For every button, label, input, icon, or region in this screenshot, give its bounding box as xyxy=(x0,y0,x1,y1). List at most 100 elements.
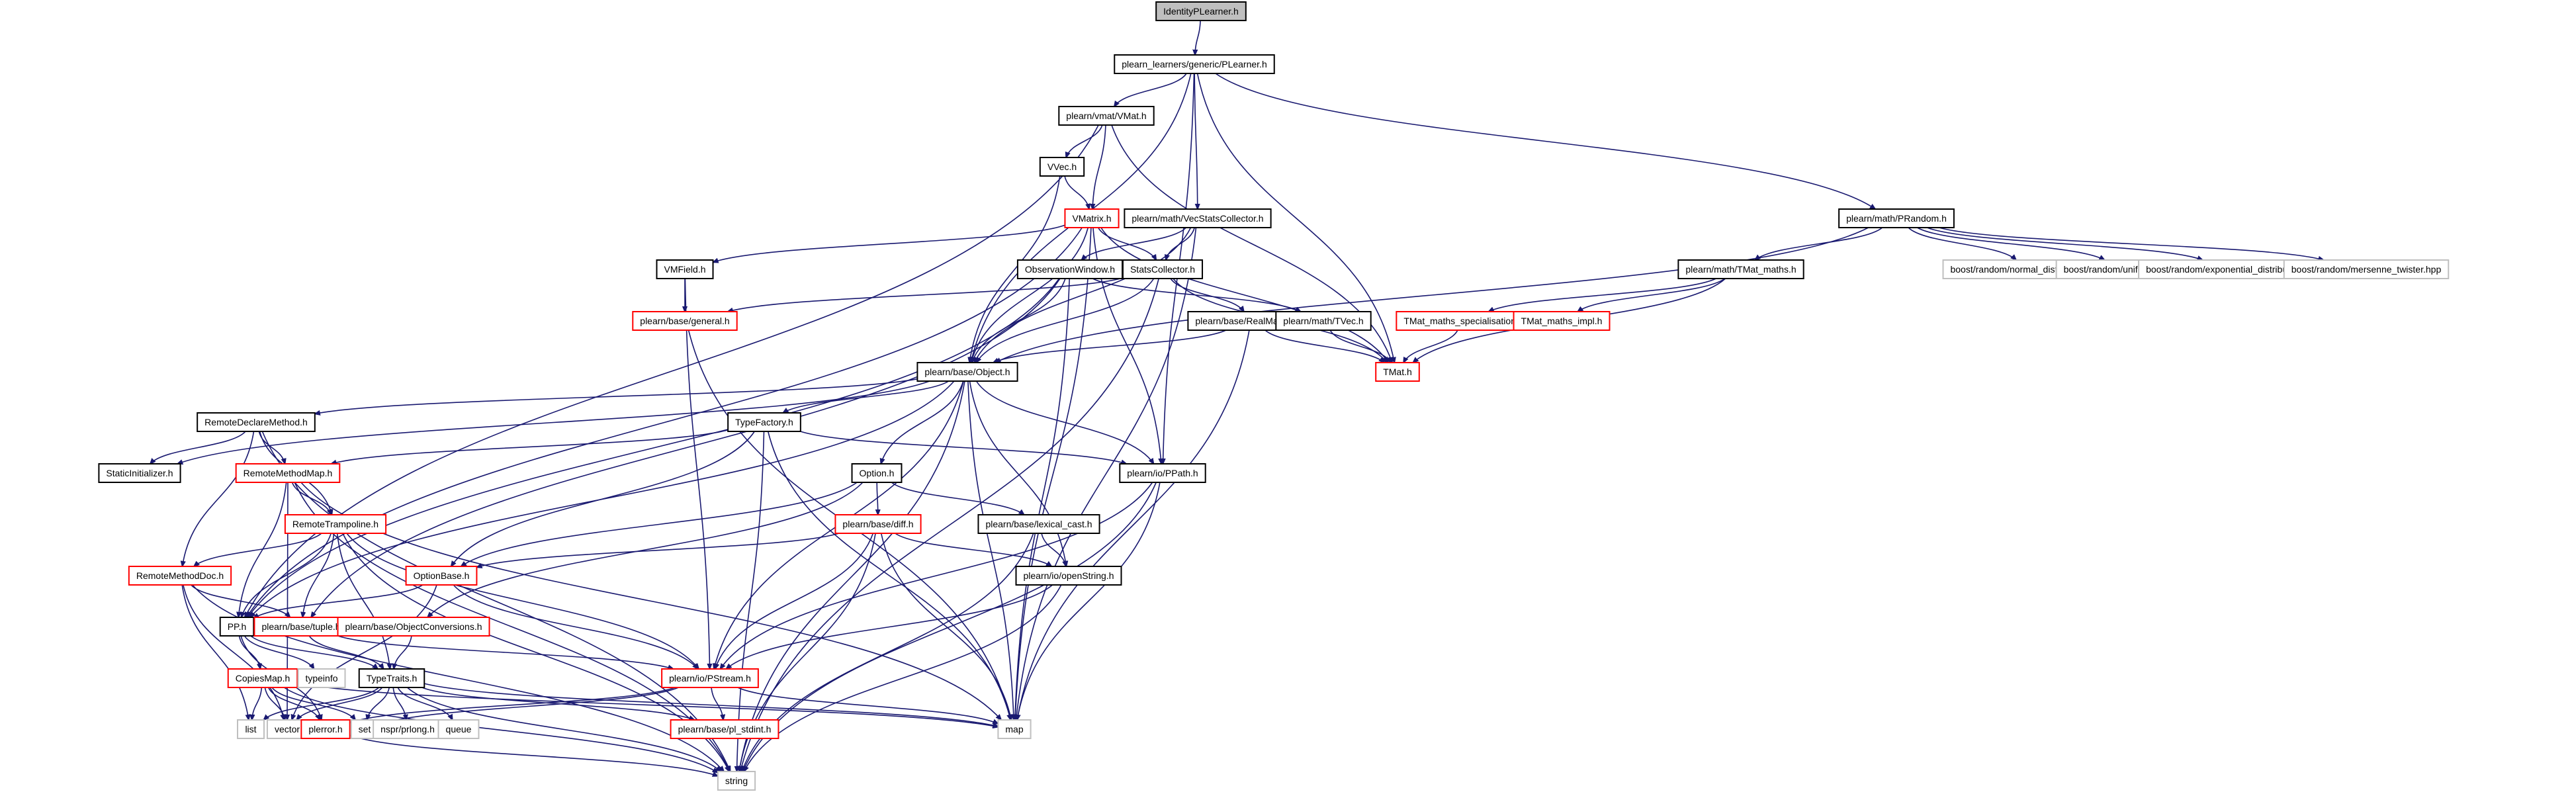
edge-rmethoddoc-to-list xyxy=(181,584,249,720)
node-box xyxy=(358,668,425,688)
edge-rmethodmap-to-rtramp xyxy=(291,482,332,515)
node-box xyxy=(227,668,298,688)
edges-layer xyxy=(150,20,2324,776)
graph-node-prlong[interactable]: nspr/prlong.h xyxy=(373,719,443,739)
edge-typefactory-to-rmethodmap xyxy=(332,429,729,464)
edge-vvec-to-object xyxy=(969,175,1061,363)
node-label: plearn/base/lexical_cast.h xyxy=(985,519,1092,529)
node-label: typeinfo xyxy=(305,673,337,684)
node-box xyxy=(632,311,738,331)
node-box xyxy=(437,719,480,739)
edge-object-to-staticinit xyxy=(177,380,930,464)
graph-node-diff[interactable]: plearn/base/diff.h xyxy=(834,514,922,534)
graph-node-vecstats[interactable]: plearn/math/VecStatsCollector.h xyxy=(1124,208,1272,228)
graph-node-tmimpl[interactable]: TMat_maths_impl.h xyxy=(1513,311,1611,331)
edge-openstring-to-string xyxy=(744,584,1062,772)
graph-node-openstring[interactable]: plearn/io/openString.h xyxy=(1015,566,1122,586)
graph-node-pstream[interactable]: plearn/io/PStream.h xyxy=(661,668,759,688)
graph-node-vmfield[interactable]: VMField.h xyxy=(656,259,714,279)
graph-node-vector[interactable]: vector xyxy=(266,719,308,739)
edge-rdeclare-to-staticinit xyxy=(150,431,246,464)
edge-diff-to-map xyxy=(880,533,1012,720)
node-box xyxy=(284,514,387,534)
graph-node-objconv[interactable]: plearn/base/ObjectConversions.h xyxy=(337,617,490,637)
node-box xyxy=(717,771,756,791)
edge-option-to-diff xyxy=(877,482,878,515)
graph-node-list[interactable]: list xyxy=(237,719,265,739)
edge-plearner-to-prandom xyxy=(1215,73,1875,209)
graph-node-queue[interactable]: queue xyxy=(437,719,480,739)
edge-optionbase-to-vector xyxy=(292,584,437,720)
node-box xyxy=(128,566,232,586)
graph-node-bmersenne[interactable]: boost/random/mersenne_twister.hpp xyxy=(2283,259,2450,279)
node-label: TMat.h xyxy=(1383,367,1412,377)
edge-obswin-to-map xyxy=(1015,278,1070,720)
node-box xyxy=(1114,54,1275,74)
graph-node-lexcast[interactable]: plearn/base/lexical_cast.h xyxy=(977,514,1100,534)
graph-node-tmatmaths[interactable]: plearn/math/TMat_maths.h xyxy=(1677,259,1804,279)
graph-node-general[interactable]: plearn/base/general.h xyxy=(632,311,738,331)
graph-node-vvec[interactable]: VVec.h xyxy=(1039,157,1085,177)
edge-object-to-string xyxy=(739,380,965,772)
edge-vmatrix-to-pp xyxy=(247,227,1083,617)
graph-node-optionbase[interactable]: OptionBase.h xyxy=(405,566,478,586)
node-label: boost/random/exponential_distribution.hp… xyxy=(2146,264,2321,275)
node-box xyxy=(253,617,349,637)
edge-pstream-to-set xyxy=(378,687,679,725)
node-box xyxy=(1275,311,1372,331)
graph-node-tuple[interactable]: plearn/base/tuple.h xyxy=(253,617,349,637)
graph-node-rmethodmap[interactable]: RemoteMethodMap.h xyxy=(235,463,341,483)
graph-node-map[interactable]: map xyxy=(997,719,1032,739)
graph-node-plearner[interactable]: plearn_learners/generic/PLearner.h xyxy=(1114,54,1275,74)
edge-ppath-to-pstream xyxy=(720,482,1153,669)
edge-vmatrix-to-vmfield xyxy=(713,224,1065,262)
graph-node-statscoll[interactable]: StatsCollector.h xyxy=(1122,259,1204,279)
graph-node-object[interactable]: plearn/base/Object.h xyxy=(916,362,1018,382)
graph-node-vmat[interactable]: plearn/vmat/VMat.h xyxy=(1058,106,1155,126)
node-label: plearn/base/diff.h xyxy=(842,519,913,529)
graph-node-prandom[interactable]: plearn/math/PRandom.h xyxy=(1838,208,1955,228)
node-label: RemoteTrampoline.h xyxy=(292,519,378,529)
graph-node-copiesmap[interactable]: CopiesMap.h xyxy=(227,668,298,688)
edge-obswin-to-object xyxy=(972,278,1066,363)
node-label: RemoteMethodDoc.h xyxy=(136,570,224,581)
graph-node-typetraits[interactable]: TypeTraits.h xyxy=(358,668,425,688)
edge-diff-to-openstring xyxy=(895,533,1051,566)
edge-obswin-to-tvec xyxy=(1092,278,1300,312)
graph-node-tmat[interactable]: TMat.h xyxy=(1375,362,1420,382)
node-box xyxy=(1039,157,1085,177)
edge-prandom-to-bnormal xyxy=(1908,227,2016,260)
edge-statscoll-to-realmap xyxy=(1170,278,1244,312)
node-label: IdentityPLearner.h xyxy=(1163,6,1239,17)
graph-node-pp[interactable]: PP.h xyxy=(219,617,255,637)
graph-node-ppath[interactable]: plearn/io/PPath.h xyxy=(1119,463,1206,483)
node-box xyxy=(1124,208,1272,228)
graph-node-typefactory[interactable]: TypeFactory.h xyxy=(727,412,801,432)
node-label: plearn/io/PPath.h xyxy=(1127,468,1198,478)
edge-vmatrix-to-tmat xyxy=(1100,227,1388,363)
edge-plerror-to-string xyxy=(349,734,718,776)
graph-node-obswin[interactable]: ObservationWindow.h xyxy=(1016,259,1124,279)
edge-option-to-objconv xyxy=(427,482,864,617)
edge-prandom-to-buniform xyxy=(1917,227,2105,260)
edge-openstring-to-pstream xyxy=(727,584,1053,669)
graph-node-rtramp[interactable]: RemoteTrampoline.h xyxy=(284,514,387,534)
node-box xyxy=(661,668,759,688)
node-box xyxy=(1016,259,1124,279)
graph-node-identity[interactable]: IdentityPLearner.h xyxy=(1155,1,1247,21)
graph-node-rdeclare[interactable]: RemoteDeclareMethod.h xyxy=(197,412,316,432)
graph-node-string[interactable]: string xyxy=(717,771,756,791)
edge-typetraits-to-queue xyxy=(397,687,453,720)
graph-node-vmatrix[interactable]: VMatrix.h xyxy=(1064,208,1120,228)
graph-node-tvec[interactable]: plearn/math/TVec.h xyxy=(1275,311,1372,331)
node-box xyxy=(670,719,779,739)
graph-node-plerror[interactable]: plerror.h xyxy=(300,719,351,739)
edge-pp-to-typeinfo xyxy=(244,635,314,669)
graph-node-staticinit[interactable]: StaticInitializer.h xyxy=(98,463,181,483)
graph-node-tmspec[interactable]: TMat_maths_specialisation.h xyxy=(1396,311,1532,331)
graph-node-stdint[interactable]: plearn/base/pl_stdint.h xyxy=(670,719,779,739)
graph-node-rmethoddoc[interactable]: RemoteMethodDoc.h xyxy=(128,566,232,586)
graph-node-option[interactable]: Option.h xyxy=(851,463,903,483)
graph-node-typeinfo[interactable]: typeinfo xyxy=(297,668,346,688)
